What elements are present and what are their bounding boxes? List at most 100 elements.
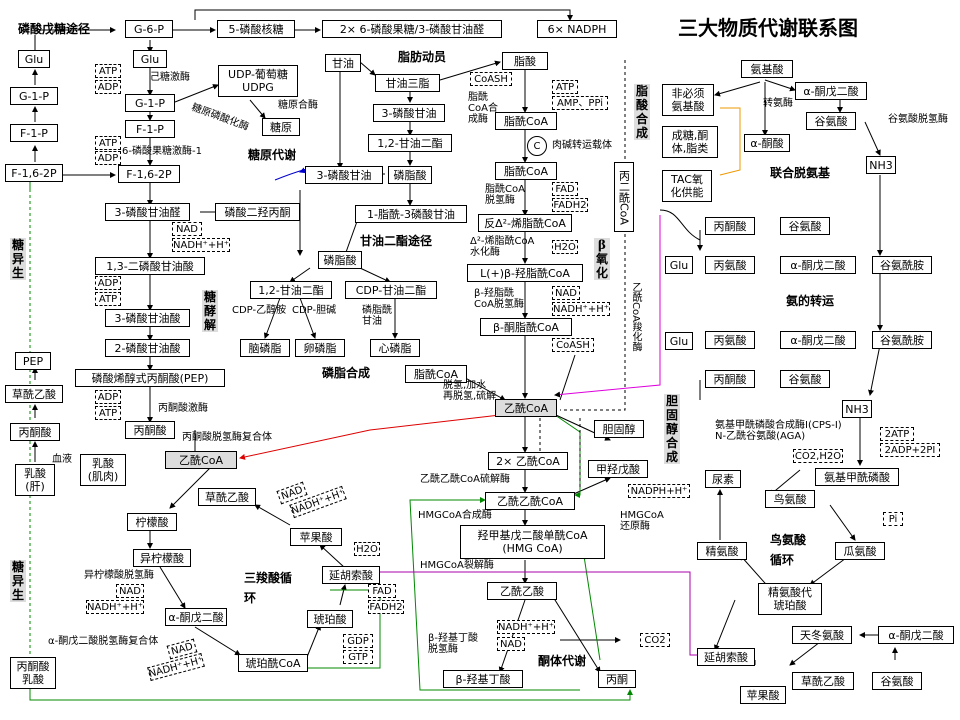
carnitine-icon: C (527, 136, 547, 156)
label-gdh: 谷氨酸脱氢酶 (888, 114, 948, 125)
node-glutamate: 谷氨酸 (806, 112, 856, 130)
label-hmg-synthase: HMGCoA合成酶 (418, 510, 492, 521)
cofactor-nadh-4: NADH⁺+H⁺ (86, 600, 144, 614)
cofactor-coash-1: CoASH (470, 72, 512, 86)
node-f16bp: F-1,6-2P (118, 165, 180, 183)
label-phosphatidylglycerol: 磷脂酰 甘油 (362, 305, 392, 327)
node-lactate-muscle: 乳酸 (肌肉) (80, 454, 126, 486)
label-pfk: 6-磷酸果糖激酶-1 (122, 146, 202, 157)
cofactor-atp-5: ATP (552, 80, 578, 94)
cofactor-fad-2: FAD (368, 584, 396, 598)
node-acetone: 丙酮 (598, 670, 636, 688)
node-urea: 尿素 (705, 470, 741, 488)
region-glycogen: 糖原代谢 (248, 148, 297, 162)
label-enoyl-hydratase: Δ²-烯脂酰CoA 水化酶 (470, 236, 535, 258)
label-pdh: 丙酮酸脱氢酶复合体 (182, 432, 272, 443)
vertical-gluconeogenesis-1: 糖异生 (10, 238, 26, 280)
node-acylcoa-2: 脂酰CoA (495, 162, 557, 180)
node-tac-energy: TAC氧 化供能 (662, 170, 712, 202)
cofactor-atp-3: ATP (95, 292, 121, 306)
label-acyl-dh: 脂酰CoA 脱氢酶 (485, 184, 525, 206)
region-fat-mobilization: 脂肪动员 (398, 50, 447, 64)
node-6nadph: 6× NADPH (537, 20, 617, 38)
label-transaminase: 转氨酶 (763, 98, 793, 109)
node-ketone-lipid: 成糖,酮 体,脂类 (662, 126, 718, 158)
node-r5p: 5-磷酸核糖 (217, 20, 295, 38)
node-citrulline: 瓜氨酸 (835, 542, 885, 560)
label-hmg-reductase: HMGCoA 还原酶 (620, 510, 664, 532)
cofactor-co2-h2o: CO2,H2O (793, 449, 843, 463)
diagram-title: 三大物质代谢联系图 (678, 16, 858, 40)
node-glycerol3p: 3-磷酸甘油 (305, 166, 383, 184)
node-argininosuccinate: 精氨酸代 琥珀酸 (758, 583, 822, 615)
cofactor-adp-2: ADP (95, 151, 121, 165)
node-12dag-top: 1,2-甘油二酯 (368, 134, 452, 152)
node-aspartate: 天冬氨酸 (792, 626, 852, 644)
vertical-gluconeogenesis-2: 糖异生 (10, 560, 26, 602)
node-akg-right: α-酮戊二酸 (795, 82, 867, 100)
region-ketone: 酮体代谢 (538, 654, 587, 668)
label-blood: 血液 (52, 454, 72, 465)
node-acylcoa-3: 脂酰CoA (405, 365, 467, 383)
cofactor-nad-6: NAD (497, 637, 525, 651)
cofactor-nadph-2: NADPH+H⁺ (628, 484, 690, 498)
node-succinate: 琥珀酸 (307, 610, 353, 628)
node-g3p: 3-磷酸甘油醛 (105, 203, 190, 221)
cofactor-2atp: 2ATP (880, 427, 914, 441)
cofactor-adp-4: ADP (95, 390, 121, 404)
label-acylcoa-synthetase: 脂酰CoA合成酶 (468, 92, 498, 125)
node-hmgcoa: 羟甲基戊二酸单酰CoA (HMG CoA) (460, 525, 605, 559)
cofactor-fad-1: FAD (552, 182, 578, 196)
cofactor-pi: Pi (883, 512, 903, 526)
cofactor-fadh2-1: FADH2 (552, 198, 588, 212)
vertical-fa-synthesis: 脂酸合成 (634, 84, 650, 140)
node-nh3-2: NH3 (842, 400, 872, 418)
node-cdp-dag: CDP-甘油二酯 (345, 281, 437, 299)
label-bhb-dh: β-羟基丁酸 脱氢酶 (428, 633, 478, 655)
node-gln-1: 谷氨酰胺 (872, 256, 932, 274)
label-cdp-choline: CDP-胆碱 (292, 305, 337, 316)
node-akg-right-1: α-酮戊二酸 (780, 256, 856, 274)
node-oaa-right: 草酰乙酸 (792, 672, 854, 690)
cofactor-adp-3: ADP (95, 276, 121, 290)
node-malate-right: 苹果酸 (740, 686, 786, 704)
node-lecithin: 卵磷脂 (295, 339, 345, 357)
node-oaa: 草酰乙酸 (198, 488, 256, 506)
node-hydroxyacyl-coa: L(+)β-羟脂酰CoA (467, 264, 583, 282)
cofactor-nad-2: NAD (552, 286, 580, 300)
node-g1p: G-1-P (125, 94, 175, 112)
node-fa: 脂酸 (502, 52, 548, 70)
node-carbamoyl-phosphate: 氨基甲酰磷酸 (815, 468, 899, 486)
node-2pg: 2-磷酸甘油酸 (105, 339, 190, 357)
label-glycogen-synthase: 糖原合酶 (278, 100, 318, 111)
node-malonyl-coa: 丙二酰CoA (614, 162, 634, 232)
label-akgdh: α-酮戊二酸脱氢酶复合体 (48, 636, 159, 647)
cofactor-nadh-6: NADH⁺+H⁺ (497, 620, 555, 634)
node-ketoacyl-coa: β-酮脂酰CoA (480, 318, 572, 336)
node-2acetylcoa: 2× 乙酰CoA (488, 452, 568, 470)
cofactor-adp-1: ADP (95, 80, 121, 94)
node-gln-2: 谷氨酰胺 (872, 331, 932, 349)
node-akg-right-3: α-酮戊二酸 (878, 626, 954, 644)
node-mevalonate: 甲羟戊酸 (588, 460, 648, 478)
cofactor-amp-ppi: AMP、PPi (552, 96, 608, 110)
node-succcoa: 琥珀酰CoA (238, 654, 308, 672)
region-pentose: 磷酸戊糖途径 (18, 22, 91, 36)
region-phospholipid: 磷脂合成 (322, 366, 371, 380)
node-pyr-lactate: 丙酮酸 乳酸 (10, 657, 56, 689)
node-13bpg: 1,3-二磷酸甘油酸 (95, 257, 205, 275)
node-acetylcoa-left: 乙酰CoA (165, 451, 237, 469)
label-carnitine: 肉碱转运载体 (552, 140, 612, 151)
label-cdp-ethanolamine: CDP-乙醇胺 (232, 305, 287, 316)
cofactor-nad-4: NAD (116, 584, 144, 598)
cofactor-atp-1: ATP (95, 64, 121, 78)
node-enoyl-coa: 反Δ²-烯脂酰CoA (478, 214, 572, 232)
label-cps: 氨基甲酰磷酸合成酶I(CPS-I) N-乙酰谷氨酸(AGA) (715, 420, 842, 442)
vertical-glycolysis: 糖酵解 (202, 290, 218, 332)
label-thiolysis-summary: 脱氢,加水 再脱氢,硫解 (443, 380, 497, 402)
label-hmg-lyase: HMGCoA裂解酶 (420, 560, 494, 571)
node-g6p: G-6-P (125, 20, 173, 38)
node-g1p-left: G-1-P (10, 87, 58, 105)
node-glycerol3p-top: 3-磷酸甘油 (373, 104, 445, 122)
